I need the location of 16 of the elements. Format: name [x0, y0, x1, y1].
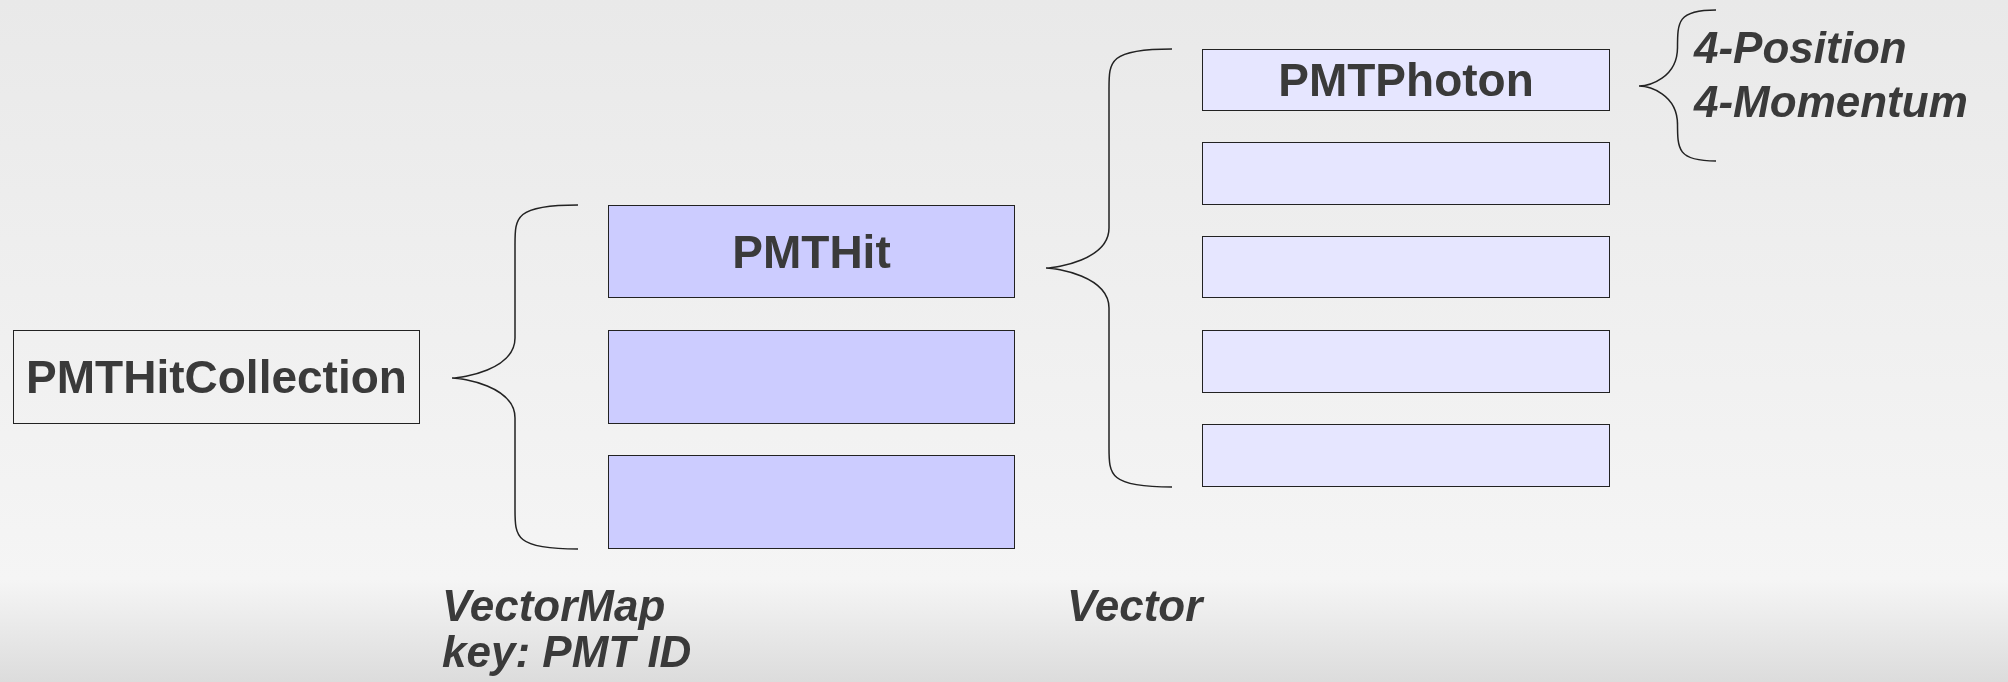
empty-box: [1202, 236, 1610, 298]
annotation: VectorMap: [442, 582, 666, 631]
annotation: Vector: [1067, 582, 1203, 631]
class-box: [13, 330, 420, 424]
empty-box: [608, 330, 1015, 424]
empty-box: [1202, 424, 1610, 487]
box-title: PMTHit: [732, 224, 891, 279]
class-box: [608, 205, 1015, 298]
class-box: [1202, 49, 1610, 111]
empty-box: [1202, 142, 1610, 205]
empty-box: [608, 455, 1015, 549]
box-title: PMTHitCollection: [26, 350, 407, 404]
empty-box: [1202, 330, 1610, 393]
box-title: PMTPhoton: [1278, 53, 1534, 107]
annotation: 4-Momentum: [1694, 78, 1968, 127]
annotation: 4-Position: [1694, 24, 1907, 73]
